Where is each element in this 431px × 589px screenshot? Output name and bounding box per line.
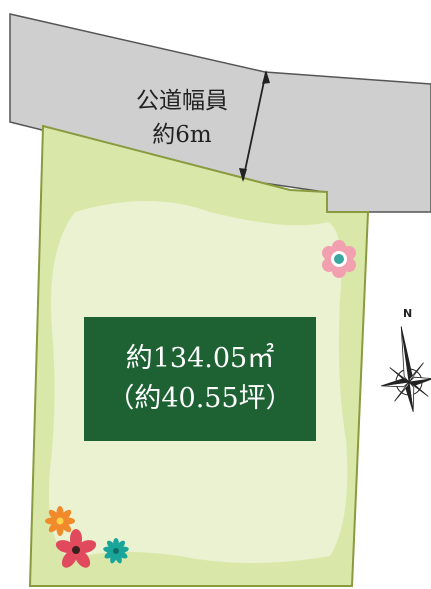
road-width-label-line2: 約6m [152,122,212,148]
red-flower-icon [55,529,97,568]
orange-flower-icon [45,506,75,536]
compass-rose-icon [381,326,431,412]
road-width-label-line1: 公道幅員 [136,88,228,114]
lot-area-sqm: 約134.05㎡ [125,343,275,374]
lot-area-tsubo: （約40.55坪） [107,383,293,414]
lot-area-box: 約134.05㎡ （約40.55坪） [84,317,316,441]
road-width-arrow [239,70,270,182]
pink-flower-icon [322,240,356,278]
teal-flower-icon [103,538,129,564]
road-width-label: 公道幅員 約6m [118,84,246,152]
compass-north-label: N [403,307,413,320]
